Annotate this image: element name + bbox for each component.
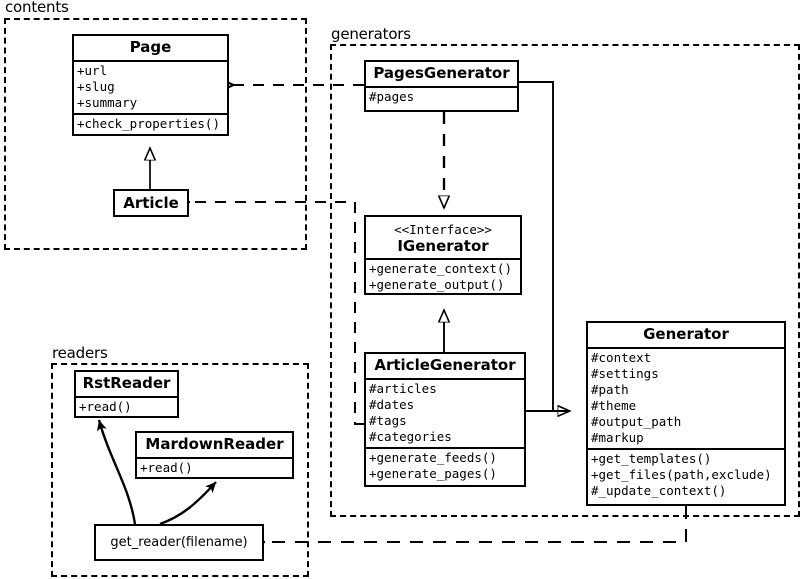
package-contents-frame xyxy=(4,18,307,250)
method: #_update_context() xyxy=(591,482,727,498)
attr: +summary xyxy=(77,94,138,110)
package-readers-frame xyxy=(51,363,309,577)
class-pages-generator[interactable]: PagesGenerator #pages xyxy=(364,60,519,112)
class-article[interactable]: Article xyxy=(113,189,189,217)
class-rst-reader[interactable]: RstReader +read() xyxy=(74,370,179,418)
class-igenerator-stereotype: <<Interface>> xyxy=(394,222,492,237)
attr: +slug xyxy=(77,78,115,94)
attr: #dates xyxy=(369,396,415,412)
class-generator-name: Generator xyxy=(643,325,729,343)
attr: #categories xyxy=(369,428,452,444)
class-rst-reader-methods: +read() xyxy=(76,395,177,417)
function-get-reader-label: get_reader(filename) xyxy=(110,535,248,550)
class-article-generator-attributes: #articles #dates #tags #categories xyxy=(366,377,524,447)
class-rst-reader-name: RstReader xyxy=(82,374,171,392)
class-igenerator[interactable]: <<Interface>> IGenerator +generate_conte… xyxy=(364,215,522,295)
method: +read() xyxy=(140,459,193,475)
attr: #markup xyxy=(591,429,644,445)
method: +generate_output() xyxy=(369,277,505,293)
class-page-name: Page xyxy=(129,38,172,56)
class-igenerator-methods: +generate_context() +generate_output() xyxy=(366,258,520,295)
class-igenerator-title: IGenerator xyxy=(397,236,489,255)
class-page[interactable]: Page +url +slug +summary +check_properti… xyxy=(72,34,229,136)
attr: #context xyxy=(591,349,652,365)
class-mardown-reader-name: MardownReader xyxy=(145,435,284,453)
class-article-generator[interactable]: ArticleGenerator #articles #dates #tags … xyxy=(364,352,526,487)
class-generator-methods: +get_templates() +get_files(path,exclude… xyxy=(588,447,784,501)
method: +read() xyxy=(79,398,132,414)
class-generator[interactable]: Generator #context #settings #path #them… xyxy=(586,321,786,506)
package-contents-label: contents xyxy=(5,0,69,16)
class-generator-attributes: #context #settings #path #theme #output_… xyxy=(588,346,784,448)
class-mardown-reader[interactable]: MardownReader +read() xyxy=(135,431,294,479)
attr: #output_path xyxy=(591,413,682,429)
function-get-reader[interactable]: get_reader(filename) xyxy=(94,524,264,561)
package-generators-label: generators xyxy=(331,25,411,43)
class-article-generator-name: ArticleGenerator xyxy=(374,356,516,374)
method: +get_files(path,exclude) xyxy=(591,466,772,482)
attr: #settings xyxy=(591,365,659,381)
class-mardown-reader-methods: +read() xyxy=(137,456,292,478)
attr: #articles xyxy=(369,380,437,396)
package-readers-label: readers xyxy=(52,344,108,362)
method: +generate_pages() xyxy=(369,465,497,481)
method: +get_templates() xyxy=(591,450,712,466)
class-article-name: Article xyxy=(123,194,179,212)
method: +generate_feeds() xyxy=(369,449,497,465)
class-page-methods: +check_properties() xyxy=(74,112,227,134)
class-pages-generator-attributes: #pages xyxy=(366,85,517,107)
attr: #theme xyxy=(591,397,637,413)
class-page-attributes: +url +slug +summary xyxy=(74,59,227,113)
class-igenerator-name: <<Interface>> IGenerator xyxy=(366,217,520,258)
attr: #tags xyxy=(369,412,407,428)
attr: #path xyxy=(591,381,629,397)
method: +check_properties() xyxy=(77,115,220,131)
attr: +url xyxy=(77,62,108,78)
class-pages-generator-name: PagesGenerator xyxy=(373,64,510,82)
class-article-generator-methods: +generate_feeds() +generate_pages() xyxy=(366,446,524,484)
method: +generate_context() xyxy=(369,261,512,277)
attr: #pages xyxy=(369,88,415,104)
